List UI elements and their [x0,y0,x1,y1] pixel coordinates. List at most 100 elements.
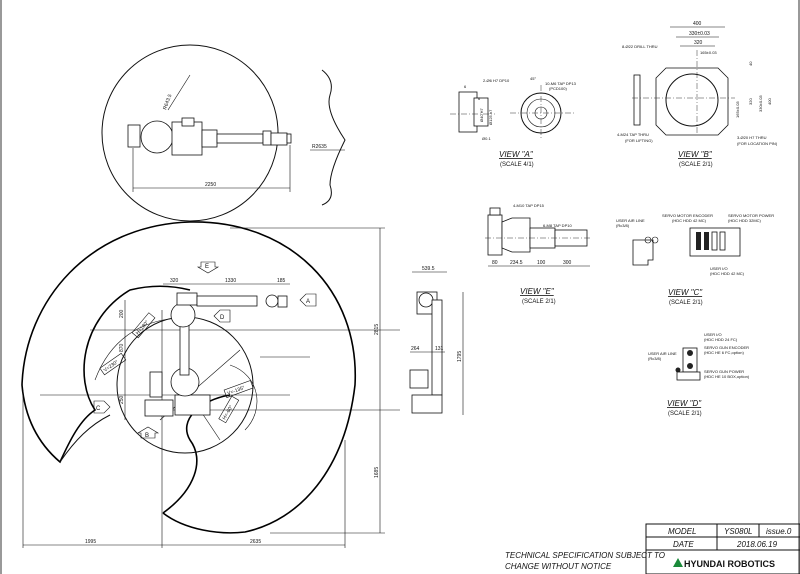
view-d: USER I/O (HDC HDD 24 FC) SERVO GUN ENCOD… [648,332,750,417]
svg-text:(HDC HE 6 FC,option): (HDC HE 6 FC,option) [704,350,744,355]
page-edge-right [798,0,800,574]
workspace-envelope-outer [21,221,356,534]
dim-1795: 1795 [457,351,463,362]
svg-text:SERVO MOTOR POWER: SERVO MOTOR POWER [728,213,774,218]
svg-text:330±0.03: 330±0.03 [689,31,710,37]
svg-text:(FOR LOCATION PIN): (FOR LOCATION PIN) [737,141,778,146]
date-value: 2018.06.19 [736,540,778,549]
robot-top-silhouette [127,117,292,156]
reach-label: 2250 [205,182,216,188]
dim-2815: 2815 [374,324,380,335]
notice-line-1: TECHNICAL SPECIFICATION SUBJECT TO [505,551,665,560]
svg-text:165±0.03: 165±0.03 [735,101,740,118]
svg-text:(FOR LIFTING): (FOR LIFTING) [625,138,653,143]
svg-text:Ø125 h7: Ø125 h7 [488,109,493,125]
view-b-scale: (SCALE 2/1) [679,162,713,168]
view-c-title: VIEW "C" [668,288,703,297]
front-view: 539.5 264 131 1795 [409,266,464,415]
svg-text:B: B [145,433,149,439]
model-value: YS080L [724,527,752,536]
svg-text:SERVO MOTOR ENCODER: SERVO MOTOR ENCODER [662,213,713,218]
svg-text:234.5: 234.5 [510,260,523,266]
svg-text:USER I/O: USER I/O [710,266,728,271]
svg-text:A: A [306,299,310,305]
svg-text:Ø40 H7: Ø40 H7 [479,107,484,122]
view-c: USER AIR LINE (Rc3/8) SERVO MOTOR ENCODE… [616,213,774,306]
view-marker-a: A [299,293,317,307]
model-label: MODEL [668,527,696,536]
svg-text:D: D [220,315,225,321]
hyundai-logo-icon [673,558,683,567]
view-marker-d: D [213,309,231,323]
issue-value: issue.0 [766,527,792,536]
svg-text:C: C [96,406,101,412]
svg-text:(HDC HE 10 BOX,option): (HDC HE 10 BOX,option) [704,374,750,379]
svg-text:4-M24 TAP THRU: 4-M24 TAP THRU [617,132,649,137]
angle-label-4: H=-60° [222,404,235,421]
angle-label-2: V=230° [103,359,120,373]
dim-1685: 1685 [374,467,380,478]
svg-text:2-Ø6 H7 DP10: 2-Ø6 H7 DP10 [483,78,510,83]
dim-250: 250 [119,395,125,404]
view-d-scale: (SCALE 2/1) [668,411,702,417]
svg-text:(HDC HDD 42 MC): (HDC HDD 42 MC) [672,218,707,223]
radius-label: R643.5 [162,93,173,110]
svg-text:4-M10 TAP DP15: 4-M10 TAP DP15 [513,203,545,208]
svg-text:40: 40 [748,61,753,66]
view-marker-c: C [93,400,111,414]
svg-text:USER AIR LINE: USER AIR LINE [616,218,645,223]
dim-264: 264 [411,346,420,352]
dim-200: 200 [119,309,125,318]
svg-text:(HDC HDD 24 FC): (HDC HDD 24 FC) [704,337,738,342]
robot-side-silhouette [144,292,288,417]
svg-text:8-Ø22 DRILL THRU: 8-Ø22 DRILL THRU [622,44,658,49]
workspace-radius-label: R2635 [312,144,327,150]
view-marker-b: B [136,426,160,439]
svg-text:100: 100 [537,260,546,266]
title-block: MODEL YS080L issue.0 DATE 2018.06.19 HYU… [645,523,800,574]
view-a-title: VIEW "A" [499,150,534,159]
side-view: 320 1330 185 200 870 250 2815 1685 1995 … [21,221,400,548]
radius-leader [167,74,191,111]
svg-text:6: 6 [464,84,467,89]
view-a: 2-Ø6 H7 DP10 10-M6 TAP DP13 (PCD100) 45°… [450,76,577,168]
svg-text:(HDC HDD 42 MC): (HDC HDD 42 MC) [710,271,745,276]
svg-text:(PCD100): (PCD100) [549,86,567,91]
svg-text:SERVO GUN POWER: SERVO GUN POWER [704,369,744,374]
top-view: R643.5 2250 R2635 [101,44,346,222]
dim-1995: 1995 [85,539,96,545]
view-a-scale: (SCALE 4/1) [500,162,534,168]
dim-870: 870 [119,343,125,352]
notice-line-2: CHANGE WITHOUT NOTICE [505,562,612,571]
svg-text:E: E [205,264,209,270]
svg-text:(HDC HDD 32MC): (HDC HDD 32MC) [728,218,762,223]
view-b: 400 330±0.03 320 165±0.03 40 320 330±0.0… [617,21,778,168]
svg-text:6-M8 TAP DP10: 6-M8 TAP DP10 [543,223,572,228]
view-e: 4-M10 TAP DP15 6-M8 TAP DP10 80 234.5 10… [485,203,592,305]
view-c-scale: (SCALE 2/1) [669,300,703,306]
workspace-arc [321,69,346,206]
svg-text:320: 320 [694,40,703,46]
svg-text:6: 6 [478,96,481,101]
dim-185: 185 [277,278,286,284]
svg-text:165±0.03: 165±0.03 [700,50,717,55]
svg-text:400: 400 [693,21,702,27]
svg-text:80: 80 [492,260,498,266]
dim-131: 131 [435,346,444,352]
svg-text:330±0.03: 330±0.03 [758,95,763,112]
svg-text:10-M6 TAP DP13: 10-M6 TAP DP13 [545,81,577,86]
svg-text:Ø0.1: Ø0.1 [482,136,491,141]
dim-2635: 2635 [250,539,261,545]
view-d-title: VIEW "D" [667,399,702,408]
svg-text:(Rc3/8): (Rc3/8) [648,356,662,361]
dim-1330: 1330 [225,278,236,284]
svg-text:320: 320 [748,98,753,105]
date-label: DATE [673,540,694,549]
svg-text:300: 300 [563,260,572,266]
angle-label-3: V=-135° [227,385,246,397]
svg-text:3-Ø20 H7 THRU: 3-Ø20 H7 THRU [737,135,767,140]
svg-text:(Rc3/8): (Rc3/8) [616,223,630,228]
svg-text:USER AIR LINE: USER AIR LINE [648,351,677,356]
brand-name: HYUNDAI ROBOTICS [684,559,775,569]
